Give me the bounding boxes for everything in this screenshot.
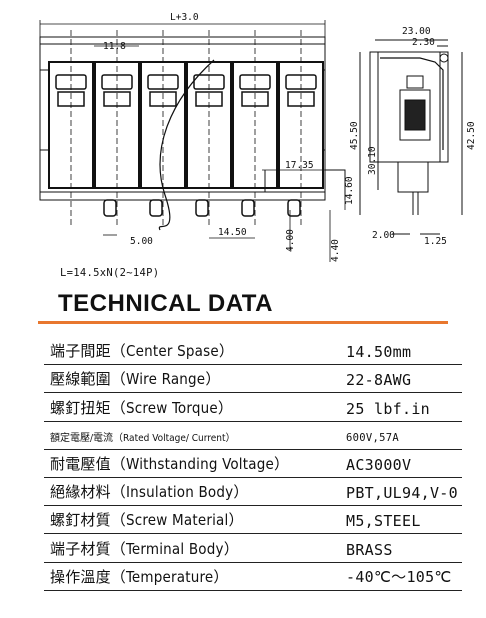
front-view: [39, 30, 346, 231]
dim-height-4550: 45.50: [349, 121, 360, 150]
spec-row: 耐電壓值（Withstanding Voltage） AC3000V: [44, 450, 462, 478]
section-heading: TECHNICAL DATA: [58, 290, 273, 317]
dim-height-4250: 42.50: [466, 121, 477, 150]
spec-name: 端子間距（Center Spase）: [50, 342, 235, 361]
spec-value: 600V,57A: [346, 431, 399, 444]
spec-name: 絕緣材料（Insulation Body）: [50, 483, 249, 502]
spec-value: 25 lbf.in: [346, 399, 430, 418]
dim-foot-width: 14.50: [218, 227, 247, 238]
dim-side-44: 4.40: [330, 239, 341, 262]
spec-row: 螺釘扭矩（Screw Torque） 25 lbf.in: [44, 393, 462, 422]
spec-value: 14.50mm: [346, 343, 412, 362]
spec-row: 端子間距（Center Spase） 14.50mm: [44, 337, 462, 366]
spec-name: 額定電壓/電流（Rated Voltage/ Current）: [50, 432, 236, 444]
heading-underline: [38, 321, 448, 324]
spec-row: 操作溫度（Temperature） -40℃～105℃: [44, 563, 462, 591]
dim-pin-200: 2.00: [372, 230, 395, 241]
spec-name: 螺釘扭矩（Screw Torque）: [50, 398, 234, 417]
spec-value: M5,STEEL: [346, 512, 421, 531]
spec-value: -40℃～105℃: [346, 567, 452, 586]
dim-offset: 17.35: [285, 160, 314, 171]
spec-row: 端子材質（Terminal Body） BRASS: [44, 534, 462, 563]
dim-bottom-width: 5.00: [130, 236, 153, 247]
spec-value: BRASS: [346, 540, 393, 559]
spec-value: 22-8AWG: [346, 371, 412, 390]
spec-name: 操作溫度（Temperature）: [50, 567, 229, 586]
dim-pitch: 11.8: [103, 41, 126, 52]
spec-value: AC3000V: [346, 455, 412, 474]
spec-value: PBT,UL94,V-0: [346, 484, 458, 503]
spec-name: 端子材質（Terminal Body）: [50, 539, 239, 558]
length-formula: L=14.5xN(2~14P): [60, 267, 160, 279]
spec-row: 螺釘材質（Screw Material） M5,STEEL: [44, 506, 462, 535]
spec-row: 絕緣材料（Insulation Body） PBT,UL94,V-0: [44, 478, 462, 507]
dim-pin-125: 1.25: [424, 236, 447, 247]
spec-name: 耐電壓值（Withstanding Voltage）: [50, 454, 290, 473]
dim-height-3010: 30.10: [367, 146, 378, 175]
side-view: [359, 39, 463, 235]
dim-right-top-small: 2.30: [412, 37, 435, 48]
dim-height-1460: 14.60: [344, 176, 355, 205]
dim-overall: L+3.0: [170, 12, 199, 23]
spec-name: 螺釘材質（Screw Material）: [50, 511, 244, 530]
spec-row: 額定電壓/電流（Rated Voltage/ Current） 600V,57A: [44, 422, 462, 450]
technical-drawing: L+3.0 11.8 5.00 14.50 17.35 23.00 2.30 2…: [39, 12, 477, 262]
dim-side-4: 4.00: [285, 229, 296, 252]
spec-row: 壓線範圍（Wire Range） 22-8AWG: [44, 365, 462, 394]
spec-table: 端子間距（Center Spase） 14.50mm 壓線範圍（Wire Range…: [44, 337, 462, 591]
spec-name: 壓線範圍（Wire Range）: [50, 370, 221, 389]
dim-right-top: 23.00: [402, 26, 431, 37]
